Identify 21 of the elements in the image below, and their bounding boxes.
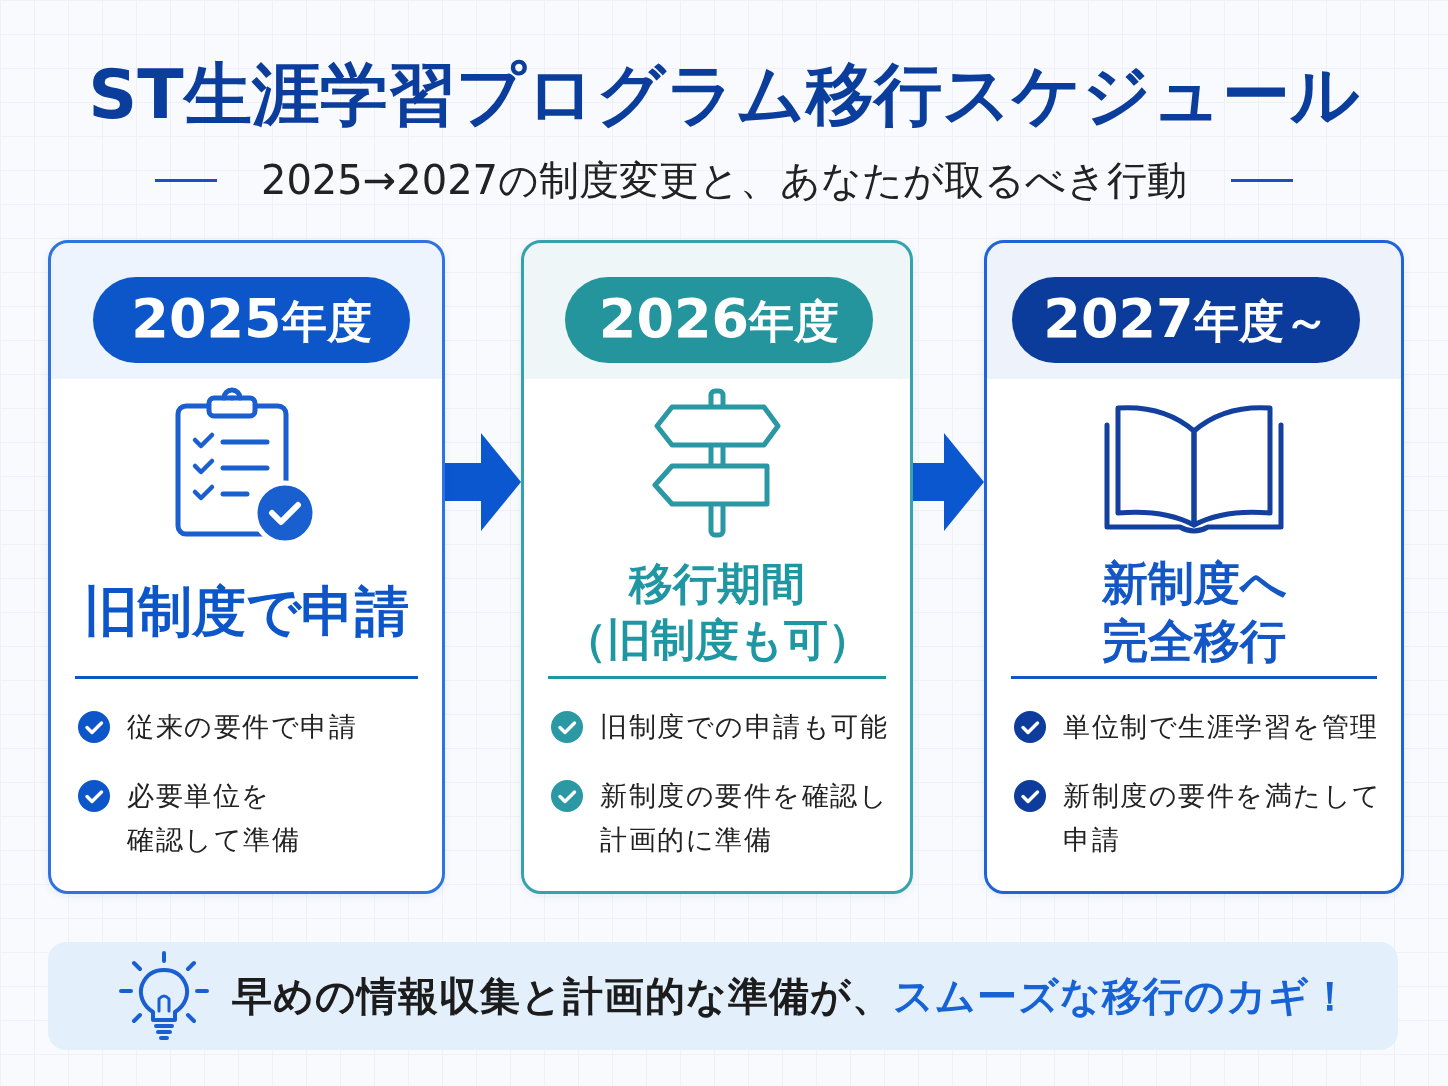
tip-banner — [48, 942, 1398, 1050]
subtitle: 2025→2027の制度変更と、あなたが取るべき行動 — [260, 156, 1188, 205]
page-title: ST生涯学習プログラム移行スケジュール — [88, 54, 1360, 136]
year-label: 2027年度～ — [1043, 287, 1329, 352]
tip-text: 早めの情報収集と計画的な準備が、スムーズな移行のカギ！ — [232, 971, 1351, 1021]
bullet-text: 従来の要件で申請 — [127, 710, 357, 744]
year-label: 2025年度 — [131, 287, 372, 352]
card-heading: 旧制度で申請 — [84, 578, 409, 645]
timeline-card — [521, 240, 913, 894]
arrow — [445, 433, 521, 531]
bullet-text: 新制度の要件を確認し計画的に準備 — [600, 779, 889, 857]
card-heading: 新制度へ完全移行 — [1100, 554, 1288, 670]
bullet-text: 旧制度での申請も可能 — [600, 710, 888, 744]
year-label: 2026年度 — [598, 287, 840, 352]
timeline-card — [984, 240, 1404, 894]
timeline-card — [48, 240, 445, 894]
bullet-text: 新制度の要件を満たして申請 — [1063, 779, 1383, 857]
bullet-text: 単位制で生涯学習を管理 — [1063, 710, 1379, 744]
card-heading: 移行期間（旧制度も可） — [561, 557, 873, 667]
bullet-text: 必要単位を確認して準備 — [127, 779, 301, 857]
arrow — [913, 433, 984, 531]
